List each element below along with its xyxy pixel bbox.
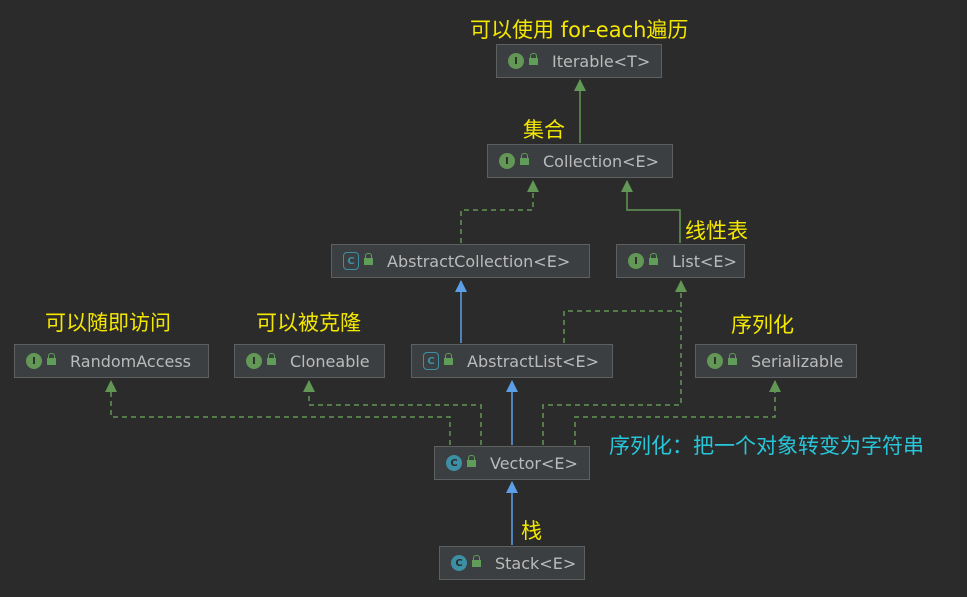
public-lock-icon bbox=[529, 52, 538, 66]
node-label: AbstractCollection<E> bbox=[387, 251, 571, 271]
annotation-cloneable: 可以被克隆 bbox=[256, 311, 361, 335]
node-abstract-list[interactable]: C AbstractList<E> bbox=[411, 344, 613, 378]
node-label: Cloneable bbox=[290, 351, 370, 371]
abstract-class-icon: C bbox=[343, 252, 359, 270]
edge-list-collection bbox=[621, 180, 681, 243]
class-icon: C bbox=[446, 455, 462, 471]
interface-icon: I bbox=[628, 253, 644, 269]
edge-vector-randomaccess bbox=[105, 380, 451, 445]
annotation-stack: 栈 bbox=[521, 519, 542, 543]
annotation-random-access: 可以随即访问 bbox=[45, 311, 171, 335]
node-label: AbstractList<E> bbox=[467, 351, 600, 371]
node-random-access[interactable]: I RandomAccess bbox=[14, 344, 209, 378]
public-lock-icon bbox=[467, 454, 476, 468]
interface-icon: I bbox=[26, 353, 42, 369]
node-label: RandomAccess bbox=[70, 351, 192, 371]
node-cloneable[interactable]: I Cloneable bbox=[234, 344, 385, 378]
public-lock-icon bbox=[728, 352, 737, 366]
interface-icon: I bbox=[707, 353, 723, 369]
annotation-list: 线性表 bbox=[685, 219, 748, 243]
edge-vector-serializable bbox=[574, 380, 781, 445]
node-label: Stack<E> bbox=[495, 553, 577, 573]
edge-abstractlist-list bbox=[563, 280, 687, 343]
public-lock-icon bbox=[649, 252, 658, 266]
annotation-serialization-desc: 序列化：把一个对象转变为字符串 bbox=[609, 434, 924, 458]
node-stack[interactable]: C Stack<E> bbox=[439, 546, 585, 580]
node-label: Iterable<T> bbox=[552, 51, 651, 71]
edge-vector-list bbox=[542, 311, 682, 445]
public-lock-icon bbox=[364, 252, 373, 266]
interface-icon: I bbox=[246, 353, 262, 369]
node-vector[interactable]: C Vector<E> bbox=[434, 446, 590, 480]
node-abstract-collection[interactable]: C AbstractCollection<E> bbox=[331, 244, 590, 278]
public-lock-icon bbox=[520, 152, 529, 166]
node-label: Serializable bbox=[751, 351, 844, 371]
public-lock-icon bbox=[444, 352, 453, 366]
node-serializable[interactable]: I Serializable bbox=[695, 344, 857, 378]
node-label: Vector<E> bbox=[490, 453, 578, 473]
class-icon: C bbox=[451, 555, 467, 571]
node-label: List<E> bbox=[672, 251, 737, 271]
interface-icon: I bbox=[508, 53, 524, 69]
annotation-collection: 集合 bbox=[523, 118, 565, 142]
node-list[interactable]: I List<E> bbox=[616, 244, 745, 278]
node-iterable[interactable]: I Iterable<T> bbox=[496, 44, 662, 78]
public-lock-icon bbox=[47, 352, 56, 366]
interface-icon: I bbox=[499, 153, 515, 169]
node-label: Collection<E> bbox=[543, 151, 660, 171]
public-lock-icon bbox=[472, 554, 481, 568]
annotation-serializable: 序列化 bbox=[731, 313, 794, 337]
node-collection[interactable]: I Collection<E> bbox=[487, 144, 673, 178]
edge-vector-cloneable bbox=[303, 380, 482, 445]
abstract-class-icon: C bbox=[423, 352, 439, 370]
public-lock-icon bbox=[267, 352, 276, 366]
annotation-iterable: 可以使用 for-each遍历 bbox=[470, 18, 689, 42]
edge-abstractcollection-collection bbox=[460, 180, 539, 243]
